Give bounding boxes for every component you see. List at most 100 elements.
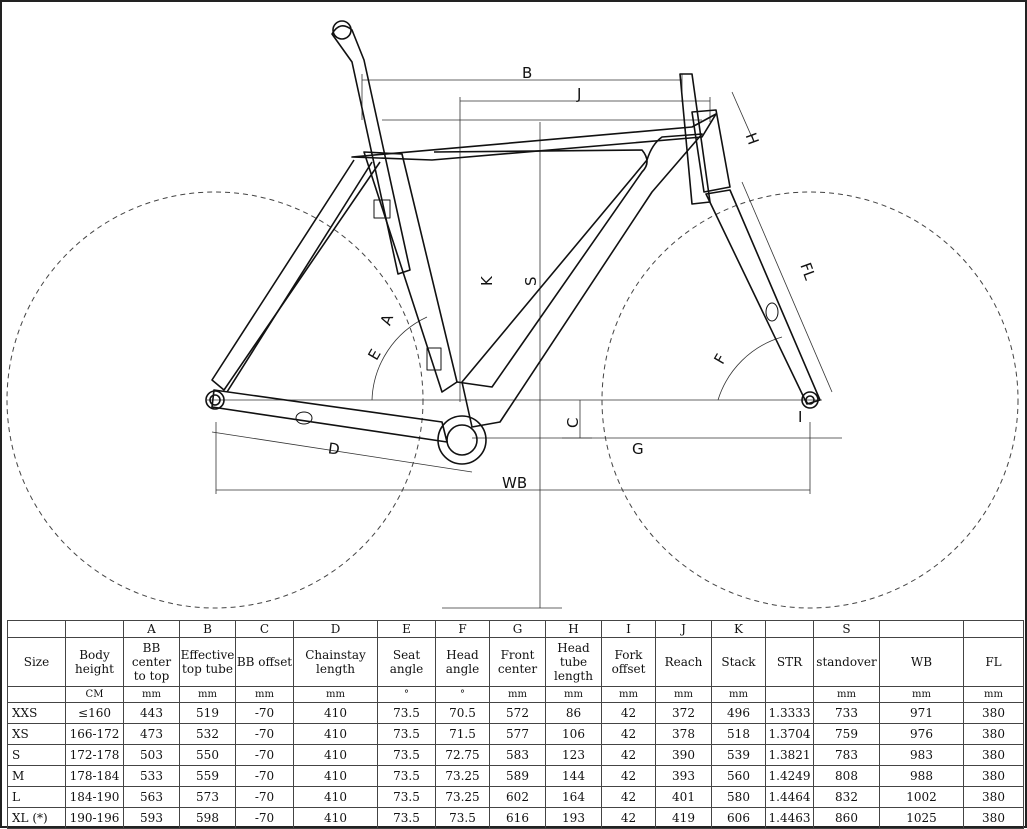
table-row-cell: 42 [601,786,656,808]
table-row-cell: 380 [963,807,1024,829]
header-letter-row-cell: I [601,620,656,638]
table-row-cell: 193 [545,807,602,829]
table-row-cell: XL (*) [7,807,66,829]
table-row-cell: 580 [711,786,766,808]
table-row-cell: 380 [963,744,1024,766]
header-letter-row-cell: E [377,620,436,638]
header-letter-row-cell: C [235,620,294,638]
label-a: A [377,311,398,327]
table-row-cell: 86 [545,702,602,724]
table-row-cell: 589 [489,765,546,787]
header-letter-row-cell [7,620,66,638]
table-row-cell: 1.3821 [765,744,814,766]
table-row-cell: 401 [655,786,712,808]
header-name-row-cell: standover [813,637,880,687]
header-unit-row-cell: mm [489,686,546,703]
table-row-cell: 72.75 [435,744,490,766]
table-row-cell: 42 [601,744,656,766]
header-name-row-cell: STR [765,637,814,687]
table-row-cell: 832 [813,786,880,808]
header-name-row-cell: Body height [65,637,124,687]
table-row-cell: XXS [7,702,66,724]
label-f-head: F [710,351,730,367]
table-row-cell: 598 [179,807,236,829]
header-letter-row-cell: G [489,620,546,638]
table-row-cell: ≤160 [65,702,124,724]
table-row-cell: 123 [545,744,602,766]
table-row-cell: 166-172 [65,723,124,745]
header-name-row-cell: Effective top tube [179,637,236,687]
table-row-cell: 144 [545,765,602,787]
table-row-cell: 519 [179,702,236,724]
table-row-cell: 983 [879,744,964,766]
header-unit-row-cell: CM [65,686,124,703]
header-name-row-cell: BB offset [235,637,294,687]
table-row-cell: -70 [235,786,294,808]
header-letter-row-cell: A [123,620,180,638]
table-row-cell: 602 [489,786,546,808]
table-row-cell: -70 [235,723,294,745]
table-row-cell: -70 [235,702,294,724]
header-unit-row-cell: ° [377,686,436,703]
table-row-cell: 1.3704 [765,723,814,745]
header-name-row-cell: WB [879,637,964,687]
table-row-cell: 783 [813,744,880,766]
header-letter-row-cell: D [293,620,378,638]
header-unit-row-cell: mm [601,686,656,703]
header-letter-row-cell [765,620,814,638]
label-j: J [576,85,581,103]
table-row-cell: 380 [963,786,1024,808]
table-row-cell: 539 [711,744,766,766]
table-row-cell: 577 [489,723,546,745]
table-row-cell: 73.5 [435,807,490,829]
table-row-cell: 733 [813,702,880,724]
table-row-cell: 378 [655,723,712,745]
table-row-cell: 73.25 [435,765,490,787]
header-name-row-cell: FL [963,637,1024,687]
table-row-cell: 393 [655,765,712,787]
table-row-cell: 759 [813,723,880,745]
table-row-cell: -70 [235,807,294,829]
table-row-cell: 73.5 [377,765,436,787]
table-row-cell: 42 [601,723,656,745]
header-unit-row-cell: mm [711,686,766,703]
header-name-row-cell: Front center [489,637,546,687]
header-letter-row-cell: J [655,620,712,638]
table-row-cell: 616 [489,807,546,829]
table-row-cell: -70 [235,765,294,787]
table-row-cell: 1.3333 [765,702,814,724]
table-row-cell: 1025 [879,807,964,829]
table-row-cell: 71.5 [435,723,490,745]
table-row-cell: 410 [293,723,378,745]
label-h: H [742,130,763,147]
label-c: C [564,418,582,428]
table-row-cell: 503 [123,744,180,766]
header-letter-row-cell: K [711,620,766,638]
table-row-cell: 42 [601,807,656,829]
table-row-cell: 860 [813,807,880,829]
header-letter-row-cell: B [179,620,236,638]
table-row-cell: 380 [963,723,1024,745]
header-unit-row-cell [765,686,814,703]
table-row-cell: 172-178 [65,744,124,766]
table-row-cell: 372 [655,702,712,724]
front-wheel [601,191,1019,609]
bike-frame [205,20,821,465]
header-name-row-cell: Head angle [435,637,490,687]
table-row-cell: 808 [813,765,880,787]
header-letter-row-cell [963,620,1024,638]
table-row-cell: 42 [601,765,656,787]
header-name-row-cell: Size [7,637,66,687]
table-row-cell: 106 [545,723,602,745]
label-fl: FL [796,260,819,283]
seat-angle-arc [371,316,428,401]
header-name-row-cell: Head tube length [545,637,602,687]
